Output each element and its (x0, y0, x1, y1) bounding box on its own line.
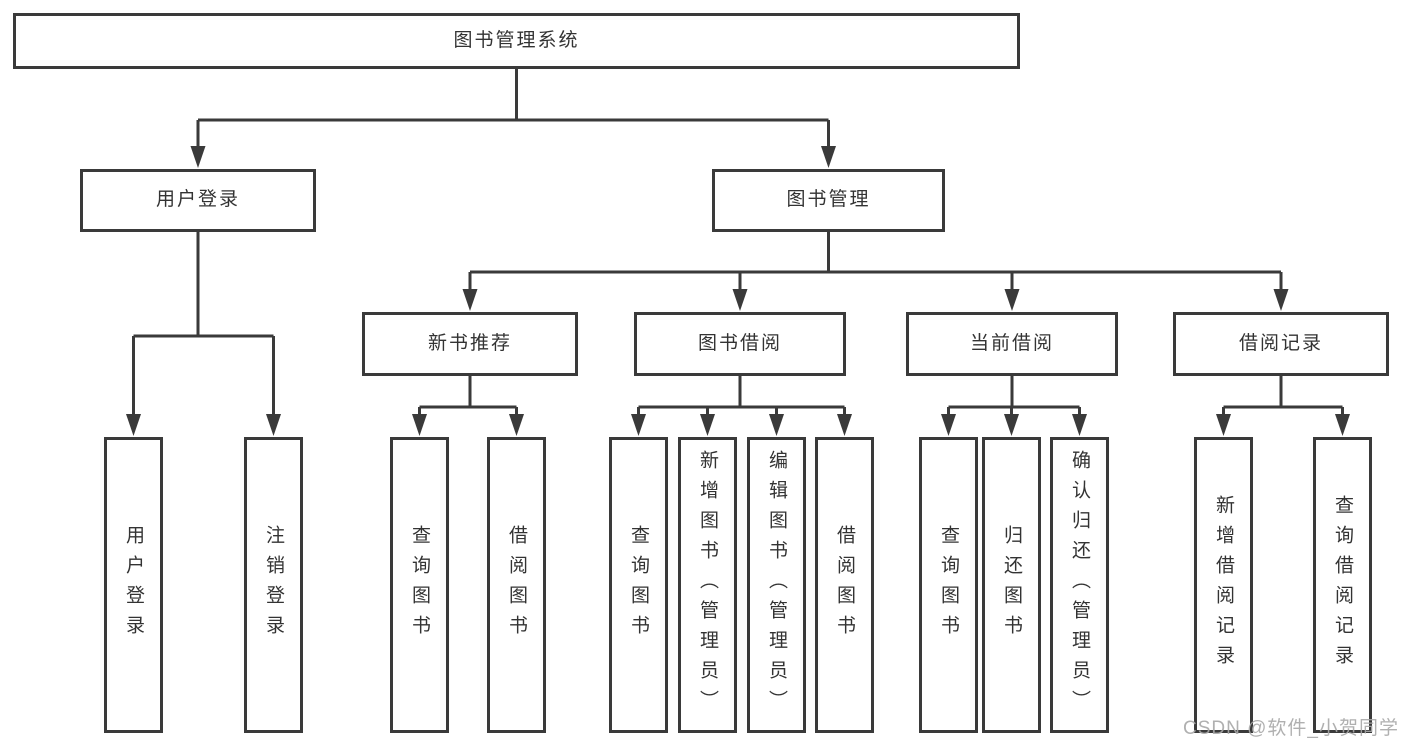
leaf-return-book: 归还图书 (982, 437, 1041, 733)
leaf-add-borrow-record: 新增借阅记录 (1194, 437, 1253, 733)
node-root: 图书管理系统 (13, 13, 1020, 69)
connector-book-mgmt-to-level3 (462, 232, 1289, 311)
connector-book-borrow-children (631, 376, 852, 436)
leaf-query-books-recommend: 查询图书 (390, 437, 449, 733)
node-book-borrow: 图书借阅 (634, 312, 846, 376)
leaf-query-books-current: 查询图书 (919, 437, 978, 733)
csdn-watermark: CSDN @软件_小贺同学 (1183, 718, 1399, 739)
node-current-borrow: 当前借阅 (906, 312, 1118, 376)
node-new-book-recommend: 新书推荐 (362, 312, 578, 376)
leaf-edit-book-admin: 编辑图书（管理员） (747, 437, 806, 733)
leaf-borrow-books: 借阅图书 (815, 437, 874, 733)
connector-borrow-records-children (1216, 376, 1350, 436)
connector-current-borrow-children (941, 376, 1087, 436)
node-user-login-branch: 用户登录 (80, 169, 316, 232)
leaf-query-books-borrow: 查询图书 (609, 437, 668, 733)
connector-new-book-children (412, 376, 524, 436)
node-borrow-records: 借阅记录 (1173, 312, 1389, 376)
leaf-user-login: 用户登录 (104, 437, 163, 733)
leaf-confirm-return-admin: 确认归还（管理员） (1050, 437, 1109, 733)
leaf-logout: 注销登录 (244, 437, 303, 733)
node-book-mgmt-branch: 图书管理 (712, 169, 945, 232)
leaf-query-borrow-record: 查询借阅记录 (1313, 437, 1372, 733)
connector-root-to-level2 (190, 69, 836, 168)
leaf-borrow-books-recommend: 借阅图书 (487, 437, 546, 733)
connector-user-login-children (126, 232, 281, 436)
leaf-add-book-admin: 新增图书（管理员） (678, 437, 737, 733)
